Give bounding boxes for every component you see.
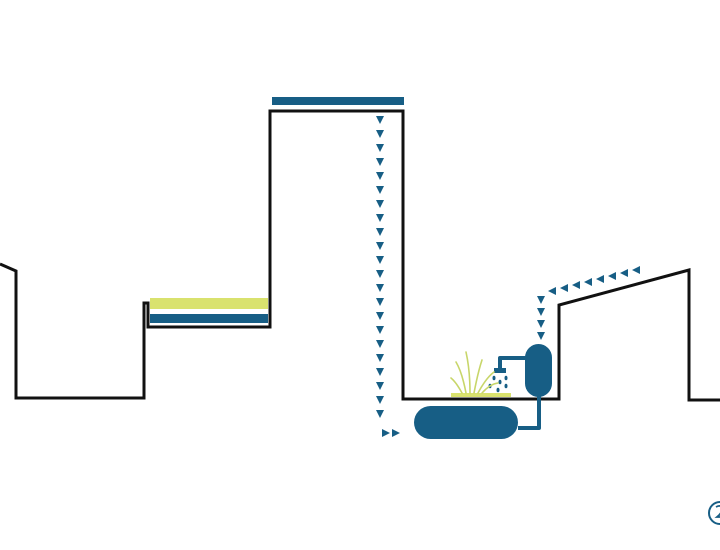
downpipe-arrow — [376, 200, 384, 208]
downpipe-arrow — [376, 298, 384, 306]
circular-logo-icon — [708, 501, 720, 525]
roof-flow-arrow — [560, 284, 568, 292]
planter-bed — [451, 393, 511, 397]
downpipe-arrow — [376, 242, 384, 250]
downpipe-arrow — [376, 144, 384, 152]
building-skyline-outline — [0, 109, 720, 402]
roof-flow-arrow — [537, 308, 545, 316]
downpipe-arrow — [376, 368, 384, 376]
slanted-roof-flow-arrows — [537, 266, 640, 340]
water-drop — [504, 383, 508, 389]
tank-connection-pipe — [518, 395, 541, 430]
underground-storage-tank — [414, 406, 518, 439]
roof-flow-arrow — [537, 320, 545, 328]
water-drop — [496, 387, 500, 393]
downpipe-arrow — [376, 312, 384, 320]
downpipe-arrow — [376, 340, 384, 348]
downpipe-arrow — [376, 354, 384, 362]
irrigation-pipe — [498, 356, 527, 370]
roof-flow-arrow — [608, 272, 616, 280]
downpipe-arrow — [376, 284, 384, 292]
downpipe-arrow — [376, 158, 384, 166]
irrigation-nozzle — [494, 368, 506, 373]
tall-building-roof-band — [272, 97, 404, 105]
water-drop — [504, 375, 508, 381]
roof-flow-arrow — [572, 281, 580, 289]
roof-flow-arrow — [584, 278, 592, 286]
downpipe-arrow — [392, 429, 400, 437]
downpipe-arrow — [376, 396, 384, 404]
downpipe-arrow — [376, 186, 384, 194]
green-roof-vegetation-layer — [150, 298, 268, 309]
downpipe-arrow — [376, 116, 384, 124]
downpipe-arrow — [376, 130, 384, 138]
water-drop — [498, 379, 502, 385]
downpipe-arrow — [376, 256, 384, 264]
downpipe-arrow — [376, 270, 384, 278]
roof-flow-arrow — [596, 275, 604, 283]
downpipe-arrow — [376, 382, 384, 390]
downpipe-arrow — [376, 214, 384, 222]
header-tank — [525, 344, 552, 397]
roof-flow-arrow — [620, 269, 628, 277]
downpipe-arrow — [376, 326, 384, 334]
roof-flow-arrow — [632, 266, 640, 274]
green-roof-drainage-layer — [150, 314, 268, 323]
roof-flow-arrow — [548, 287, 556, 295]
water-drop — [492, 375, 496, 381]
downpipe-arrow — [376, 172, 384, 180]
roof-flow-arrow — [537, 296, 545, 304]
downpipe-arrow — [376, 410, 384, 418]
irrigation-water-drops — [488, 375, 508, 393]
downpipe-arrow — [376, 228, 384, 236]
grass-plant — [450, 351, 499, 394]
downpipe-flow-arrows — [376, 116, 400, 437]
downpipe-arrow — [382, 429, 390, 437]
roof-flow-arrow — [537, 332, 545, 340]
